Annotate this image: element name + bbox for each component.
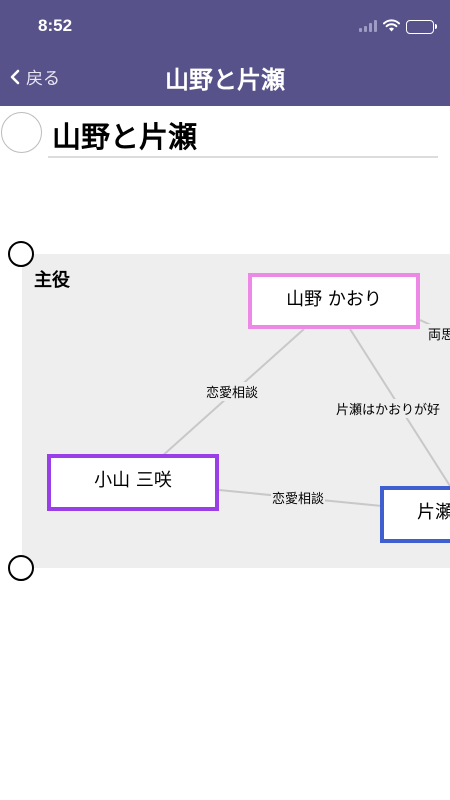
edge-label: 両思 xyxy=(427,324,450,343)
wifi-icon xyxy=(383,17,400,36)
resize-handle-top[interactable] xyxy=(8,241,34,267)
chevron-left-icon xyxy=(10,69,20,85)
title-divider xyxy=(48,156,438,158)
signal-icon xyxy=(359,17,377,36)
relationship-graph[interactable]: 主役 恋愛相談 片瀬はかおりが好 恋愛相談 両思 山野 かおり 小山 三咲 片瀬 xyxy=(22,254,450,568)
node-label: 片瀬 xyxy=(417,502,450,523)
node-label: 山野 かおり xyxy=(286,289,382,310)
character-node[interactable]: 山野 かおり xyxy=(248,273,420,329)
avatar[interactable] xyxy=(1,112,42,153)
status-icons xyxy=(359,17,437,36)
node-label: 小山 三咲 xyxy=(94,470,172,491)
nav-title: 山野と片瀬 xyxy=(165,66,285,94)
group-label: 主役 xyxy=(34,270,70,291)
back-button[interactable]: 戻る xyxy=(10,64,60,89)
status-time: 8:52 xyxy=(38,16,73,35)
resize-handle-bottom[interactable] xyxy=(8,555,34,581)
page-title: 山野と片瀬 xyxy=(52,120,198,154)
edge-label: 恋愛相談 xyxy=(271,488,326,507)
edge-label: 恋愛相談 xyxy=(205,382,260,401)
back-label: 戻る xyxy=(26,69,60,89)
character-node[interactable]: 片瀬 xyxy=(380,486,450,543)
header-bar: 8:52 戻る 山野と片瀬 xyxy=(0,0,450,106)
character-node[interactable]: 小山 三咲 xyxy=(47,454,219,511)
battery-icon xyxy=(406,19,437,34)
edge-label: 片瀬はかおりが好 xyxy=(335,399,442,418)
